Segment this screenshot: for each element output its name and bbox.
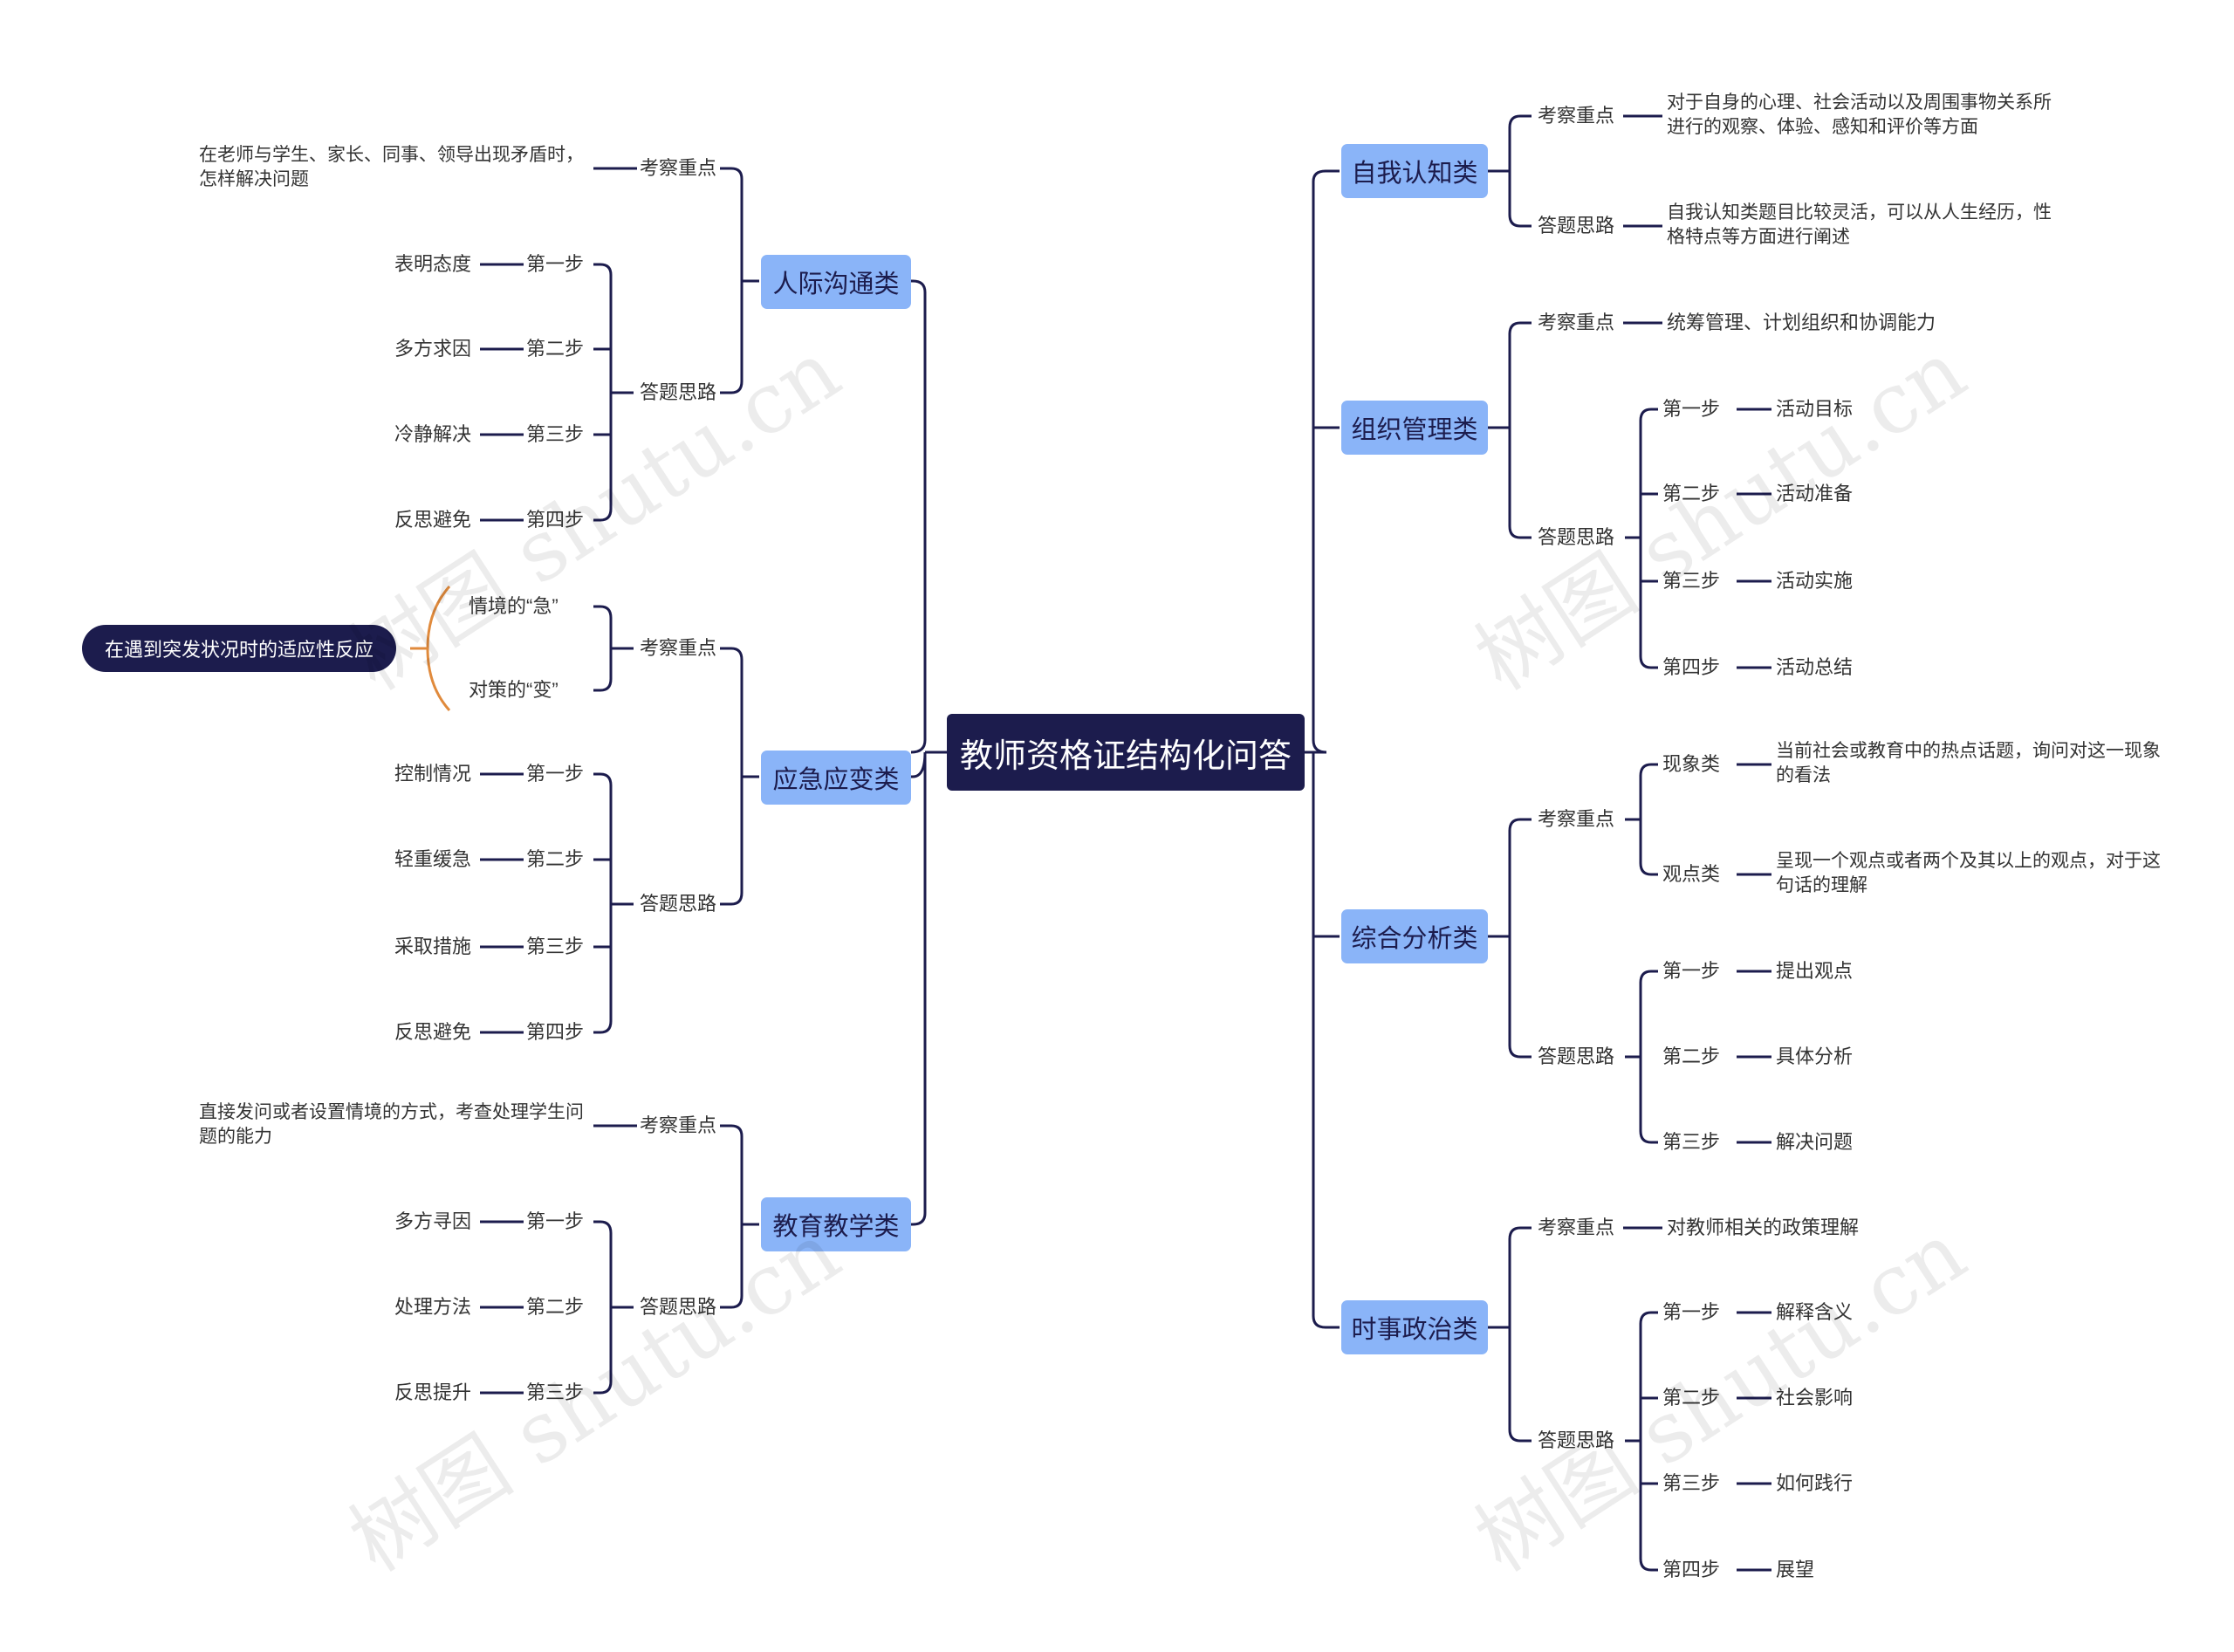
analysis-steps-fork (1625, 970, 1658, 1144)
organize-focus-text[interactable]: 统筹管理、计划组织和协调能力 (1667, 312, 1936, 333)
emergency-steps-fork (593, 772, 634, 1034)
analysis-fork (1488, 818, 1532, 1059)
emergency-summary[interactable]: 在遇到突发状况时的适应性反应 (82, 625, 396, 672)
teaching-steps-fork (593, 1220, 634, 1395)
category-interpersonal[interactable]: 人际沟通类 (761, 255, 911, 309)
teaching-step-2-text[interactable]: 处理方法 (394, 1296, 472, 1318)
politics-step-4[interactable]: 第四步 (1662, 1559, 1721, 1580)
self-approach-label[interactable]: 答题思路 (1538, 215, 1615, 236)
politics-step-1[interactable]: 第一步 (1662, 1301, 1721, 1323)
teaching-approach-label[interactable]: 答题思路 (640, 1296, 717, 1318)
emergency-step-4[interactable]: 第四步 (526, 1021, 585, 1043)
category-politics[interactable]: 时事政治类 (1341, 1300, 1488, 1354)
politics-focus-label[interactable]: 考察重点 (1538, 1217, 1615, 1238)
politics-step-2[interactable]: 第二步 (1662, 1387, 1721, 1409)
teaching-focus-text[interactable]: 直接发问或者设置情境的方式，考查处理学生问题的能力 (199, 1102, 584, 1147)
emergency-focus-item-2[interactable]: 对策的“变” (469, 679, 558, 701)
emergency-step-1[interactable]: 第一步 (526, 763, 585, 785)
organize-step-4[interactable]: 第四步 (1662, 656, 1721, 678)
self-fork (1488, 114, 1532, 228)
interpersonal-step-4[interactable]: 第四步 (526, 509, 585, 531)
organize-fork (1488, 321, 1532, 539)
teaching-step-1[interactable]: 第一步 (526, 1210, 585, 1232)
teaching-step-2[interactable]: 第二步 (526, 1296, 585, 1318)
analysis-approach-label[interactable]: 答题思路 (1538, 1045, 1615, 1067)
politics-step-2-text[interactable]: 社会影响 (1776, 1387, 1854, 1409)
teaching-step-1-text[interactable]: 多方寻因 (394, 1210, 472, 1232)
analysis-step-2-text[interactable]: 具体分析 (1776, 1045, 1854, 1067)
emergency-focus-label[interactable]: 考察重点 (640, 637, 717, 659)
interpersonal-step-2-text[interactable]: 多方求因 (394, 338, 472, 360)
interpersonal-step-3[interactable]: 第三步 (526, 423, 585, 445)
self-focus-text[interactable]: 对于自身的心理、社会活动以及周围事物关系所进行的观察、体验、感知和评价等方面 (1667, 93, 2052, 137)
politics-step-1-text[interactable]: 解释含义 (1776, 1301, 1854, 1323)
emergency-fork (720, 647, 759, 906)
interpersonal-step-1-text[interactable]: 表明态度 (394, 253, 472, 275)
organize-step-1[interactable]: 第一步 (1662, 398, 1721, 420)
self-approach-text[interactable]: 自我认知类题目比较灵活，可以从人生经历，性格特点等方面进行阐述 (1667, 202, 2052, 247)
interpersonal-focus-label[interactable]: 考察重点 (640, 157, 717, 179)
analysis-step-3[interactable]: 第三步 (1662, 1131, 1721, 1153)
analysis-focus-fork (1625, 763, 1658, 876)
teaching-fork (720, 1124, 759, 1309)
organize-step-4-text[interactable]: 活动总结 (1776, 656, 1854, 678)
analysis-focus-item-2-text[interactable]: 呈现一个观点或者两个及其以上的观点，对于这句话的理解 (1776, 851, 2161, 895)
emergency-step-3-text[interactable]: 采取措施 (394, 936, 472, 957)
politics-approach-label[interactable]: 答题思路 (1538, 1429, 1615, 1451)
summary-brace (410, 586, 451, 711)
organize-step-3-text[interactable]: 活动实施 (1776, 570, 1854, 592)
analysis-focus-label[interactable]: 考察重点 (1538, 808, 1615, 830)
politics-steps-fork (1625, 1311, 1658, 1572)
analysis-step-2[interactable]: 第二步 (1662, 1045, 1721, 1067)
analysis-focus-item-1-text[interactable]: 当前社会或教育中的热点话题，询问对这一现象的看法 (1776, 741, 2161, 785)
emergency-step-2-text[interactable]: 轻重缓急 (394, 848, 472, 870)
category-teaching[interactable]: 教育教学类 (761, 1197, 911, 1251)
politics-step-3[interactable]: 第三步 (1662, 1472, 1721, 1494)
emergency-focus-fork (593, 605, 634, 692)
interpersonal-fork (720, 167, 759, 394)
interpersonal-step-2[interactable]: 第二步 (526, 338, 585, 360)
analysis-focus-item-1-label[interactable]: 现象类 (1662, 753, 1721, 775)
emergency-step-2[interactable]: 第二步 (526, 848, 585, 870)
teaching-step-3[interactable]: 第三步 (526, 1381, 585, 1403)
self-focus-label[interactable]: 考察重点 (1538, 105, 1615, 127)
organize-step-2[interactable]: 第二步 (1662, 483, 1721, 504)
emergency-focus-item-1[interactable]: 情境的“急” (469, 595, 558, 617)
interpersonal-steps-fork (593, 263, 634, 522)
category-organize[interactable]: 组织管理类 (1341, 401, 1488, 455)
organize-steps-fork (1625, 408, 1658, 669)
interpersonal-focus-text[interactable]: 在老师与学生、家长、同事、领导出现矛盾时，怎样解决问题 (199, 145, 584, 189)
interpersonal-approach-label[interactable]: 答题思路 (640, 381, 717, 403)
analysis-step-1-text[interactable]: 提出观点 (1776, 960, 1854, 982)
organize-step-3[interactable]: 第三步 (1662, 570, 1721, 592)
root-node[interactable]: 教师资格证结构化问答 (947, 714, 1305, 791)
emergency-step-3[interactable]: 第三步 (526, 936, 585, 957)
interpersonal-step-4-text[interactable]: 反思避免 (394, 509, 472, 531)
analysis-focus-item-2-label[interactable]: 观点类 (1662, 863, 1721, 885)
emergency-step-4-text[interactable]: 反思避免 (394, 1021, 472, 1043)
emergency-step-1-text[interactable]: 控制情况 (394, 763, 472, 785)
teaching-focus-label[interactable]: 考察重点 (640, 1114, 717, 1136)
left-trunk (908, 279, 927, 1226)
analysis-step-3-text[interactable]: 解决问题 (1776, 1131, 1854, 1153)
interpersonal-step-1[interactable]: 第一步 (526, 253, 585, 275)
organize-step-2-text[interactable]: 活动准备 (1776, 483, 1854, 504)
politics-step-4-text[interactable]: 展望 (1776, 1559, 1815, 1580)
organize-approach-label[interactable]: 答题思路 (1538, 526, 1615, 548)
right-trunk (1312, 169, 1340, 1329)
politics-fork (1488, 1226, 1532, 1443)
analysis-step-1[interactable]: 第一步 (1662, 960, 1721, 982)
politics-step-3-text[interactable]: 如何践行 (1776, 1472, 1854, 1494)
organize-step-1-text[interactable]: 活动目标 (1776, 398, 1854, 420)
interpersonal-step-3-text[interactable]: 冷静解决 (394, 423, 472, 445)
category-emergency[interactable]: 应急应变类 (761, 751, 911, 805)
organize-focus-label[interactable]: 考察重点 (1538, 312, 1615, 333)
category-analysis[interactable]: 综合分析类 (1341, 909, 1488, 963)
category-self[interactable]: 自我认知类 (1341, 144, 1488, 198)
teaching-step-3-text[interactable]: 反思提升 (394, 1381, 472, 1403)
politics-focus-text[interactable]: 对教师相关的政策理解 (1667, 1217, 1860, 1238)
emergency-approach-label[interactable]: 答题思路 (640, 893, 717, 915)
